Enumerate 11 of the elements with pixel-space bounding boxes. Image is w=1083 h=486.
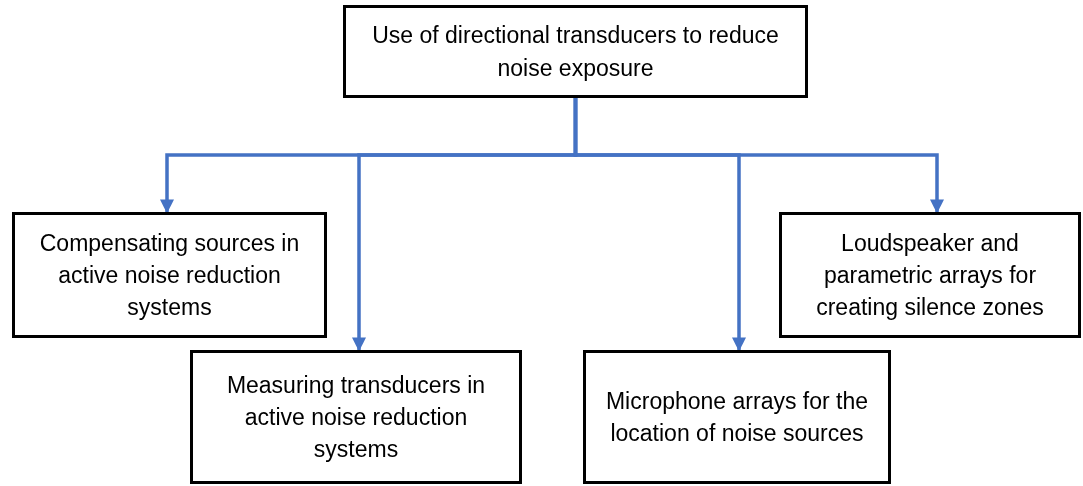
box-label: Microphone arrays for the location of noise sources [604,386,870,448]
text-box [343,5,808,98]
text-box [12,212,327,338]
text-box [190,350,522,484]
connector-arrow [573,98,944,214]
box-label: Loudspeaker and parametric arrays for creating silence zones [815,228,1045,323]
text-box [779,212,1081,338]
box-label: Use of directional transducers to reduce noise exposure [371,21,780,83]
box-label: Measuring transducers in active noise reduction systems [225,370,487,465]
box-label: Compensating sources in active noise reduction systems [38,228,301,323]
text-box [583,350,891,484]
